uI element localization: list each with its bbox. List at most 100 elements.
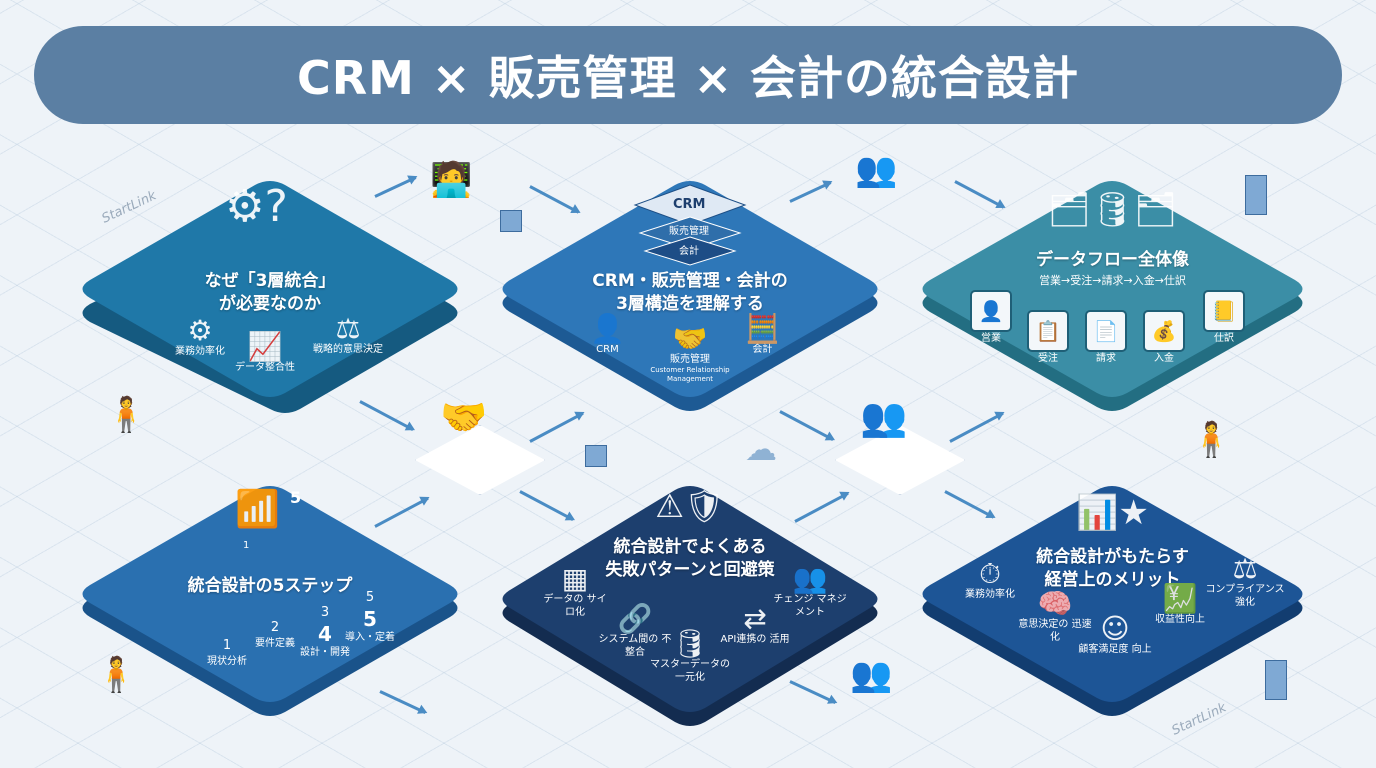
people-meeting-icon: 👥 (850, 655, 893, 695)
item-label: 収益性向上 (1155, 614, 1205, 625)
item-label: API連携の 活用 (720, 634, 790, 645)
step-label: 請求 (1096, 353, 1116, 364)
team-icon: 👥 (792, 562, 828, 595)
bar-cube-icon (1245, 175, 1267, 215)
tile-title-line2: 経営上のメリット (1044, 569, 1181, 590)
stopwatch-icon: ⏱ (979, 557, 1001, 590)
title-banner: CRM × 販売管理 × 会計の統合設計 (34, 26, 1342, 124)
step-label: 受注 (1038, 353, 1058, 364)
tile-why-integration[interactable]: ⚙? なぜ「3層統合」 が必要なのか ⚙業務効率化 📈データ整合性 ⚖戦略的意思… (75, 175, 465, 415)
tile-shape (922, 181, 1303, 411)
person-with-chart-icon: 🧍 (1190, 420, 1233, 460)
item-label: 会計 (752, 344, 773, 355)
step-number: 2 (270, 620, 280, 635)
silo-cubes-icon: ▦ (561, 562, 589, 595)
tile-data-flow[interactable]: 🗂🛢🗂 データフロー全体像 営業→受注→請求→入金→仕訳 👤営業 📋受注 📄請求… (915, 175, 1310, 415)
item-label: チェンジ マネジメント (773, 594, 847, 618)
tile-three-layer-structure[interactable]: CRM 販売管理 会計 CRM・販売管理・会計の 3層構造を理解する 👤CRM … (495, 175, 885, 415)
invoice-icon: 📄 (1085, 310, 1127, 352)
coins-growth-icon: 💹 (1162, 582, 1198, 615)
item-label: マスターデータの 一元化 (650, 659, 730, 683)
tile-title: 統合設計がもたらす (1036, 547, 1189, 567)
step-number: 3 (320, 605, 330, 620)
item-label: データ整合性 (235, 362, 295, 373)
tile-title: データフロー全体像 (1036, 250, 1189, 270)
tile-title: 統合設計でよくある (613, 537, 767, 557)
tile-title-line2: 3層構造を理解する (616, 293, 764, 314)
calculator-coin-icon: 🧮 (745, 312, 780, 345)
step-label: 入金 (1154, 353, 1174, 364)
payment-icon: 💰 (1143, 310, 1185, 352)
tile-shape (82, 486, 458, 716)
tile-title: 統合設計の5ステップ (187, 576, 353, 596)
tile-failure-patterns[interactable]: ⚠🛡 統合設計でよくある 失敗パターンと回避策 ▦データの サイロ化 🔗システム… (495, 480, 885, 730)
person-with-board-icon: 🧍 (95, 655, 138, 695)
item-label: 戦略的意思決定 (313, 344, 383, 355)
chart-up-icon: 📈 (247, 330, 283, 363)
gears-icon: ⚙ (187, 314, 213, 347)
stair-top-number: 5 (290, 488, 302, 507)
growth-chart-star-icon: 📊★ (1076, 493, 1149, 533)
head-idea-icon: 🧠 (1037, 587, 1073, 620)
journal-entry-icon: 📒 (1203, 290, 1245, 332)
person-with-screen-icon: 🧍 (105, 395, 148, 435)
item-label: 顧客満足度 向上 (1078, 644, 1152, 655)
customer-chat-icon: 👤 (590, 312, 625, 345)
broken-link-icon: 🔗 (617, 602, 653, 635)
step-block-5: 5 (363, 606, 377, 631)
sales-rep-icon: 👤 (970, 290, 1012, 332)
database-files-icon: 🗂🛢🗂 (1047, 190, 1178, 230)
staircase-growth-icon: 📶 (235, 489, 280, 530)
page-title: CRM × 販売管理 × 会計の統合設計 (296, 51, 1080, 105)
stack-layer-accounting: 会計 (679, 246, 699, 257)
people-presenting-icon: 👥 (855, 150, 898, 190)
tile-shape (922, 486, 1303, 716)
step-number: 5 (365, 590, 375, 605)
tile-shape (82, 181, 458, 413)
business-people-handshake-icon: 🤝 (440, 395, 488, 439)
tile-title-line2: が必要なのか (219, 293, 321, 314)
order-clipboard-icon: 📋 (1027, 310, 1069, 352)
bar-cube-icon (1265, 660, 1287, 700)
tile-shape (502, 181, 878, 411)
item-sublabel: Customer Relationship Management (650, 366, 730, 384)
item-label: データの サイロ化 (543, 594, 607, 618)
stair-bottom-number: 1 (243, 540, 250, 551)
item-label: コンプライアンス 強化 (1205, 584, 1285, 608)
tile-subtitle: 営業→受注→請求→入金→仕訳 (1039, 273, 1186, 287)
cloud-icon: ☁ (745, 430, 777, 468)
step-number: 1 (222, 638, 232, 653)
tile-title-line2: 失敗パターンと回避策 (605, 559, 775, 580)
gears-question-icon: ⚙? (225, 181, 288, 232)
handshake-icon: 🤝 (672, 322, 708, 355)
api-connect-icon: ⇄ (743, 602, 767, 635)
warning-shield-icon: ⚠🛡 (655, 487, 725, 525)
step-label: 設計・開発 (300, 646, 350, 658)
item-label: システム間の 不整合 (598, 634, 672, 658)
database-icon: 🛢 (672, 627, 708, 660)
item-label: 業務効率化 (175, 346, 225, 357)
stack-layer-crm: CRM (673, 197, 706, 212)
gavel-icon: ⚖ (1232, 552, 1258, 585)
tile-title: なぜ「3層統合」 (204, 271, 336, 291)
tile-business-merits[interactable]: 📊★ 統合設計がもたらす 経営上のメリット ⏱業務効率化 🧠意思決定の 迅速化 … (915, 480, 1310, 720)
satisfied-customer-icon: ☺ (1100, 612, 1130, 645)
tile-title: CRM・販売管理・会計の (592, 271, 788, 291)
person-at-computer-icon: 🧑‍💻 (430, 160, 473, 200)
cube-icon (500, 210, 522, 232)
item-label: 意思決定の 迅速化 (1018, 619, 1092, 643)
item-label: CRM (596, 344, 619, 355)
item-label: 業務効率化 (965, 589, 1015, 600)
step-block-4: 4 (318, 621, 332, 646)
tile-shape (502, 486, 878, 726)
step-label: 現状分析 (207, 655, 247, 667)
step-label: 営業 (981, 333, 1001, 344)
item-label: 販売管理 (670, 354, 710, 365)
step-label: 導入・定着 (345, 631, 395, 643)
scales-icon: ⚖ (335, 312, 361, 345)
people-discussing-icon: 👥 (860, 395, 908, 439)
step-label: 仕訳 (1214, 333, 1234, 344)
step-label: 要件定義 (255, 637, 295, 649)
stack-layer-sales: 販売管理 (669, 226, 709, 237)
